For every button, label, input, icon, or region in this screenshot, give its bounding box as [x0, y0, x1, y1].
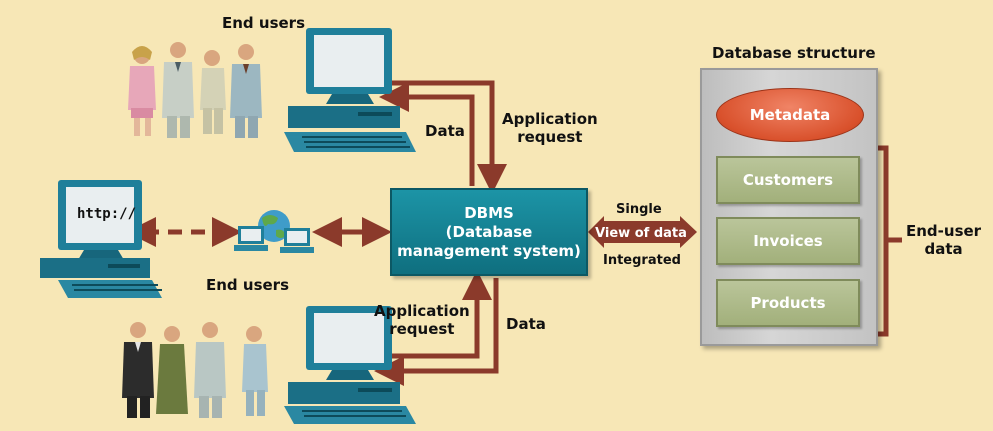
single-label: Single [616, 202, 662, 217]
data-top-label: Data [425, 122, 465, 140]
arrow-app-request-top [383, 80, 507, 194]
end-users-top-label: End users [222, 14, 305, 32]
app-request-top-label: Application request [502, 110, 598, 146]
app-request-bottom-label: Application request [374, 302, 470, 338]
integrated-label: Integrated [603, 253, 681, 268]
end-user-data-label: End-user data [906, 222, 982, 258]
dbms-line-2: (Database [445, 222, 533, 241]
table-customers: Customers [716, 156, 860, 204]
view-of-data-label: View of data [595, 225, 687, 241]
arrow-data-top [379, 82, 475, 186]
data-bottom-label: Data [506, 315, 546, 333]
table-products: Products [716, 279, 860, 327]
view-of-data-arrow [588, 216, 697, 248]
metadata-ellipse: Metadata [716, 88, 864, 142]
dbms-line-3: management system) [397, 241, 581, 260]
arrow-data-bottom [374, 278, 499, 386]
database-structure-title: Database structure [712, 44, 876, 62]
http-label: http:// [77, 206, 137, 222]
dbms-box: DBMS (Database management system) [390, 188, 588, 276]
end-users-mid-label: End users [206, 276, 289, 294]
dbms-line-1: DBMS [464, 203, 514, 222]
arrow-app-request-bottom [383, 270, 492, 359]
table-invoices: Invoices [716, 217, 860, 265]
